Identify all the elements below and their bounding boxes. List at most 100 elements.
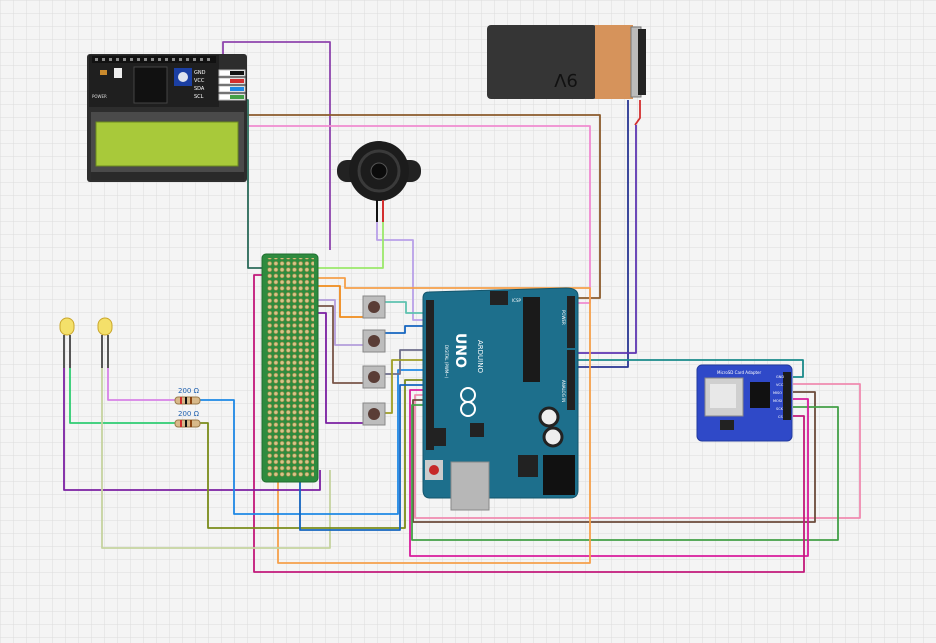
sd-pin-sck: SCK — [776, 407, 784, 411]
push-button-2[interactable] — [362, 329, 386, 353]
wire-perf-blue[interactable] — [299, 384, 428, 531]
push-button-4-cap[interactable] — [368, 408, 380, 420]
lcd-gnd-label: GND — [194, 70, 206, 76]
wire-res2-olive[interactable] — [200, 379, 428, 529]
wire-led2-pink[interactable] — [107, 368, 175, 401]
arduino-small-chip — [470, 423, 484, 437]
perfboard-holes — [266, 258, 314, 478]
wire-battery-red[interactable] — [634, 100, 641, 126]
push-button-2-cap[interactable] — [368, 335, 380, 347]
push-button-4[interactable] — [362, 402, 386, 426]
microsd-module[interactable]: MicroSD Card Adapter GND VCC MISO MOSI S… — [696, 364, 793, 442]
wire-perf-btn2-lav[interactable] — [316, 299, 363, 346]
sd-pin-cs: CS — [778, 415, 783, 419]
led-1[interactable] — [59, 317, 75, 368]
sd-module-label: MicroSD Card Adapter — [717, 370, 762, 375]
buzzer-hole — [370, 162, 388, 180]
wire-perf-btn4-purple[interactable] — [316, 312, 363, 424]
arduino-uno[interactable]: ICSP DIGITAL (PWM~) ANALOG IN POWER UNO … — [422, 287, 579, 511]
lcd-vcc-label: VCC — [194, 78, 205, 84]
wire-lcd-brown[interactable] — [243, 114, 601, 299]
wire-led2-beige[interactable] — [101, 368, 331, 549]
lcd-pin-tabs — [218, 69, 246, 101]
arduino-capacitor-1 — [538, 406, 560, 428]
wire-sd-magenta[interactable] — [409, 389, 809, 557]
lcd-potentiometer-knob[interactable] — [178, 72, 188, 82]
sd-pin-gnd: GND — [776, 375, 784, 379]
arduino-analog-label: ANALOG IN — [561, 380, 566, 402]
arduino-reset-button[interactable] — [429, 465, 439, 475]
lcd-chip — [133, 66, 168, 104]
resistor-1[interactable]: 200 Ω — [174, 387, 201, 405]
arduino-power-jack[interactable] — [543, 455, 575, 495]
led-2[interactable] — [97, 317, 113, 368]
wire-battery-purple[interactable] — [578, 125, 637, 354]
arduino-brand-label: UNO — [452, 333, 468, 368]
wire-sd-teal[interactable] — [578, 359, 804, 378]
arduino-icsp-header — [490, 291, 508, 305]
sd-pin-vcc: VCC — [776, 383, 784, 387]
lcd-header-pins — [92, 56, 216, 63]
battery-copper-band — [595, 25, 633, 99]
lcd-screen — [95, 121, 239, 167]
wire-sd-green[interactable] — [411, 404, 839, 541]
wire-buzzer-lavender[interactable] — [376, 222, 428, 321]
arduino-capacitor-2 — [542, 426, 564, 448]
resistor-2-label: 200 Ω — [178, 410, 200, 418]
arduino-digital-label: DIGITAL (PWM~) — [444, 345, 449, 379]
battery-label: 9V — [553, 69, 577, 90]
arduino-right-header-bottom — [567, 350, 575, 410]
push-button-1[interactable] — [362, 295, 386, 319]
wire-battery-navy[interactable] — [578, 100, 629, 368]
lcd-scl-label: SCL — [194, 94, 204, 100]
sd-pins: GND VCC MISO MOSI SCK CS — [773, 375, 784, 419]
wire-perf-btn1-orange[interactable] — [316, 285, 363, 318]
arduino-left-header — [426, 300, 434, 450]
wire-bottom-orange[interactable] — [277, 277, 591, 564]
buzzer-ring — [357, 149, 401, 193]
lcd-bottom-bar — [91, 172, 244, 180]
wire-btn2-blue[interactable] — [385, 325, 428, 334]
arduino-right-header-top — [567, 296, 575, 348]
sd-regulator — [720, 420, 734, 430]
resistor-2[interactable]: 200 Ω — [174, 410, 201, 428]
arduino-regulator — [518, 455, 538, 477]
led-1-body — [59, 317, 75, 336]
lcd-sda-label: SDA — [194, 86, 205, 92]
arduino-usb-port[interactable] — [450, 461, 490, 511]
wire-buzzer-lightgreen[interactable] — [312, 222, 384, 269]
push-button-3-cap[interactable] — [368, 371, 380, 383]
lcd-jumper — [114, 68, 122, 78]
arduino-power-label: POWER — [561, 310, 566, 325]
wire-perf-btn3-brown[interactable] — [316, 305, 363, 384]
lcd-power-label: POWER — [92, 94, 107, 99]
wires — [63, 41, 861, 573]
arduino-icsp-label: ICSP — [512, 298, 522, 303]
sd-card-inner — [710, 384, 736, 408]
resistor-1-label: 200 Ω — [178, 387, 200, 395]
wire-led1-green[interactable] — [69, 368, 175, 424]
perfboard[interactable] — [261, 253, 319, 483]
wire-bottom-magenta[interactable] — [253, 274, 805, 573]
wire-res1-blue[interactable] — [200, 369, 428, 515]
wire-sd-pink[interactable] — [414, 383, 861, 519]
wire-lcd-pink[interactable] — [243, 125, 591, 304]
arduino-logo — [460, 387, 476, 417]
arduino-sub-label: ARDUINO — [476, 340, 484, 373]
battery-snap — [638, 29, 646, 95]
sd-chip — [750, 382, 770, 408]
arduino-atmega-chip — [523, 297, 540, 382]
piezo-buzzer[interactable] — [337, 141, 421, 222]
sd-pin-header — [783, 372, 791, 420]
battery-black-body — [487, 25, 597, 99]
battery-9v[interactable]: 9V — [487, 25, 646, 99]
wire-led1-purple[interactable] — [63, 368, 321, 491]
sd-pin-miso: MISO — [773, 391, 782, 395]
wire-btn4-olive[interactable] — [385, 359, 428, 414]
lcd-display[interactable]: POWER GND VCC SDA SCL — [87, 54, 247, 182]
lcd-cap — [100, 70, 107, 75]
push-button-3[interactable] — [362, 365, 386, 389]
wire-sd-brown[interactable] — [412, 391, 816, 523]
push-button-1-cap[interactable] — [368, 301, 380, 313]
